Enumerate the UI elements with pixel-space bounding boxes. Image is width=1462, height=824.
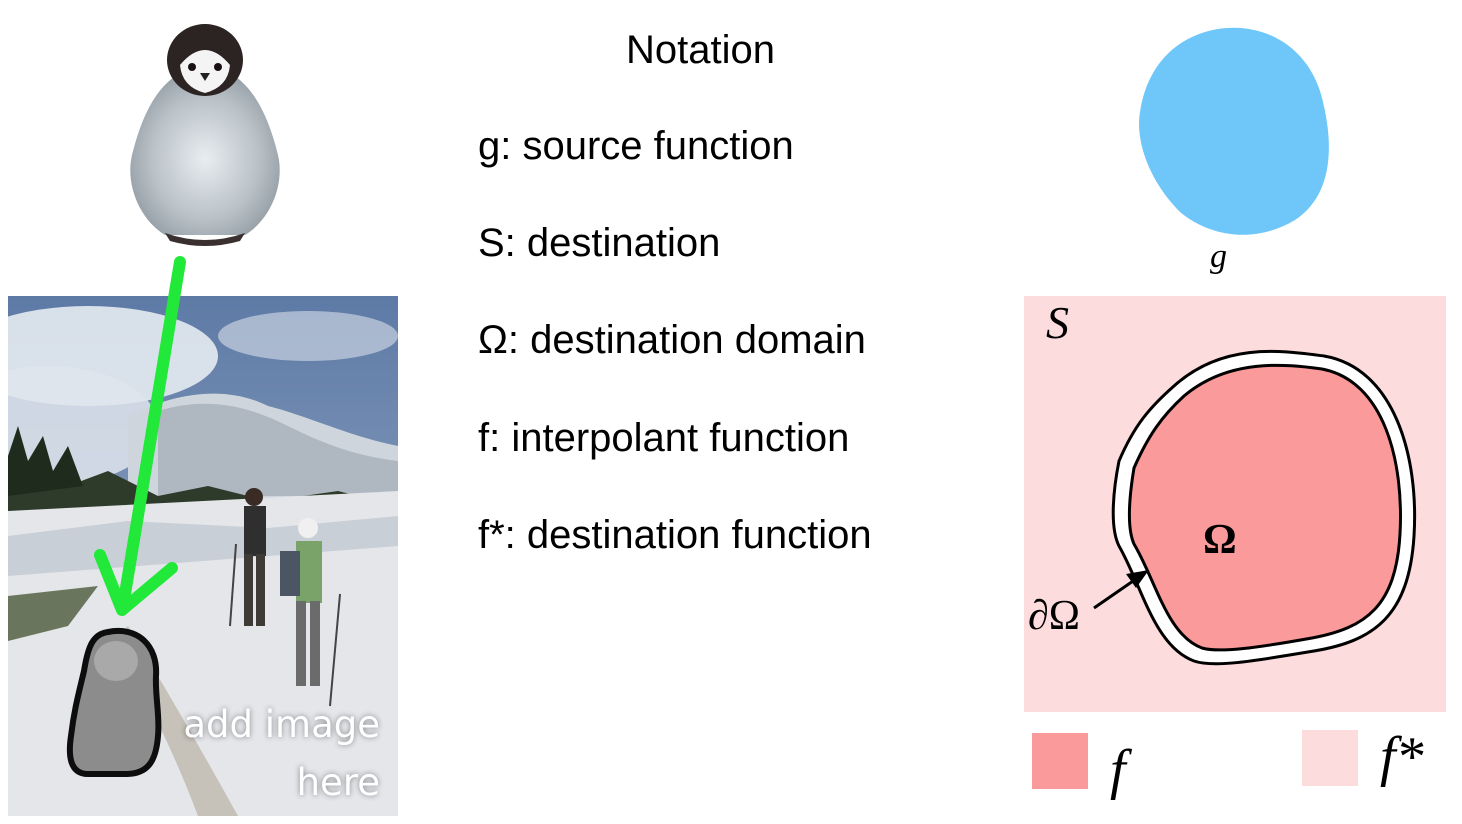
penguin-image	[130, 24, 280, 246]
source-label-g: g	[1210, 238, 1227, 275]
legend-label-f: f	[1110, 739, 1126, 801]
photo-caption-line1: add image	[183, 703, 380, 746]
legend-swatch-fstar	[1302, 730, 1358, 786]
notation-item-s: S: destination	[478, 221, 721, 265]
domain-region-omega	[1127, 363, 1402, 652]
destination-photo: add image here	[8, 296, 398, 816]
notation-item-g: g: source function	[478, 124, 794, 168]
notation-title: Notation	[626, 28, 775, 72]
notation-item-omega: Ω: destination domain	[478, 318, 866, 362]
mountain-scene	[8, 296, 398, 816]
legend-label-fstar: f*	[1380, 726, 1424, 788]
domain-label-omega: Ω	[1203, 517, 1237, 563]
notation-item-fstar: f*: destination function	[478, 513, 872, 557]
destination-label-s: S	[1046, 297, 1069, 348]
source-function-blob	[1139, 27, 1329, 235]
legend-swatch-f	[1032, 733, 1088, 789]
notation-item-f: f: interpolant function	[478, 416, 850, 460]
destination-domain-diagram	[1024, 296, 1446, 712]
photo-caption-line2: here	[296, 761, 380, 804]
boundary-label: ∂Ω	[1028, 593, 1080, 639]
